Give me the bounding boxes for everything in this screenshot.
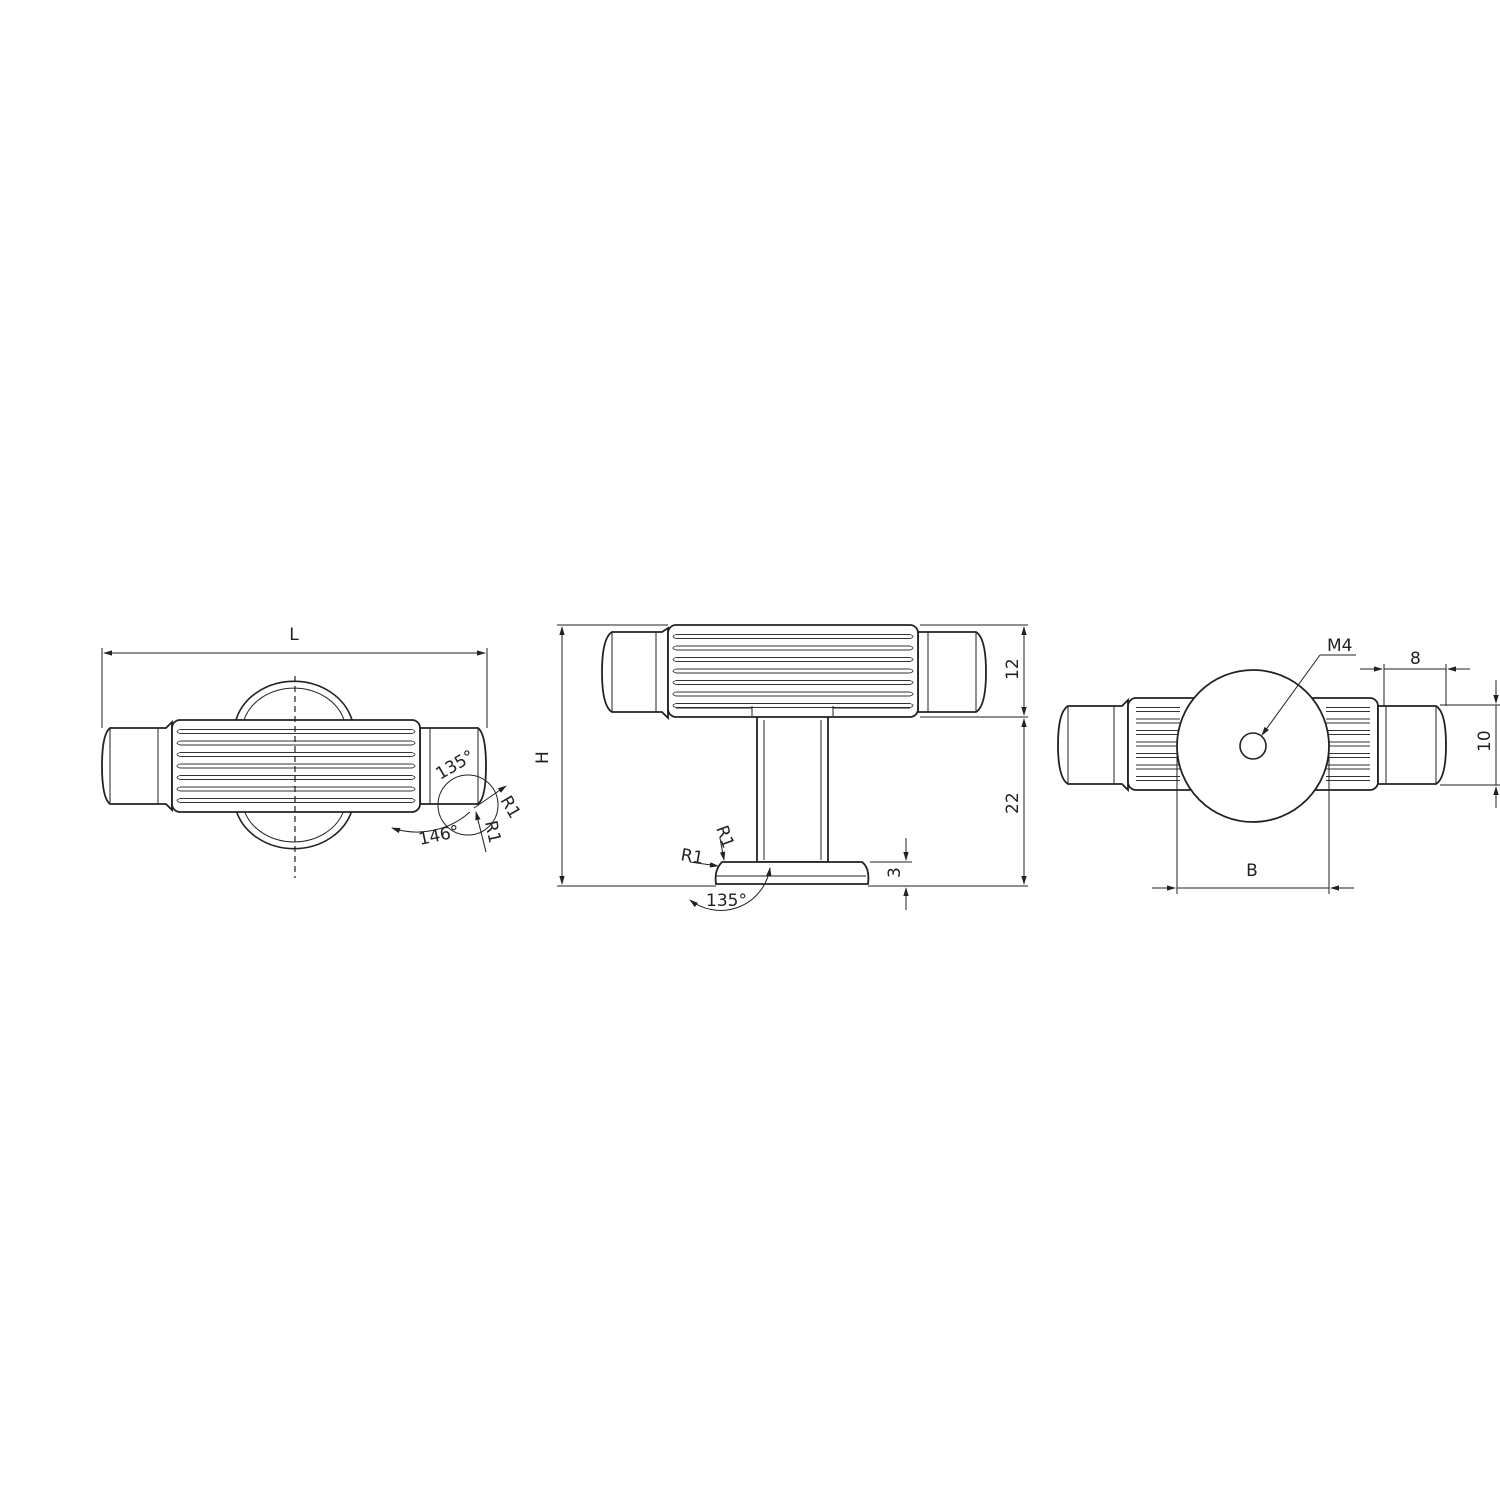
flute-end [672, 668, 914, 674]
front-view-flutes [672, 634, 914, 708]
length-label: L [289, 625, 299, 645]
bottom-view-left-cap [1057, 697, 1129, 793]
thread-label: M4 [1327, 636, 1352, 656]
base-dim: 3 [885, 867, 905, 878]
front-radius-b: R1 [711, 823, 738, 851]
top-view: L 135° 146° R1 R1 [101, 625, 525, 878]
top-radius-b: R1 [480, 819, 504, 845]
flute-end [672, 691, 914, 697]
front-view-right-cap [917, 631, 987, 713]
end-length: 8 [1410, 649, 1421, 669]
flute-end [672, 645, 914, 651]
top-view-right-cap [419, 727, 487, 805]
grip-dim: 12 [1003, 658, 1023, 680]
bottom-view: M4 8 10 B [1057, 636, 1500, 894]
bottom-view-right-cap [1377, 705, 1447, 785]
flute-end [672, 680, 914, 685]
stem-dim: 22 [1003, 792, 1023, 814]
flute-end [176, 752, 416, 757]
base-width-label: B [1246, 861, 1258, 881]
top-view-flutes [176, 729, 416, 803]
height-label: H [533, 751, 553, 764]
front-view-base [714, 861, 870, 885]
flute-end [672, 703, 914, 708]
front-angle: 135° [706, 891, 747, 911]
bottom-view-flutes [1136, 707, 1370, 781]
front-view-stem [756, 698, 829, 863]
flute-end [176, 775, 416, 780]
thread-hole [1239, 732, 1267, 760]
flute-end [672, 657, 914, 662]
front-radius-a: R1 [679, 845, 705, 869]
top-view-left-cap [101, 719, 173, 813]
flute-end [672, 634, 914, 639]
flute-end [176, 786, 416, 792]
end-diameter: 10 [1475, 730, 1495, 752]
bottom-view-base-disc [1176, 669, 1330, 823]
front-view: H 12 22 3 R1 R1 135° [533, 624, 1028, 911]
top-radius-a: R1 [496, 793, 525, 823]
flute-end [176, 740, 416, 746]
front-view-left-cap [601, 626, 669, 721]
front-view-fluted-grip [667, 624, 919, 718]
top-view-fluted-grip [171, 719, 421, 813]
flute-end [176, 763, 416, 769]
flute-end [176, 729, 416, 734]
flute-end [176, 798, 416, 803]
top-view-base-disc [235, 680, 353, 850]
top-angle-146: 146° [417, 822, 461, 850]
